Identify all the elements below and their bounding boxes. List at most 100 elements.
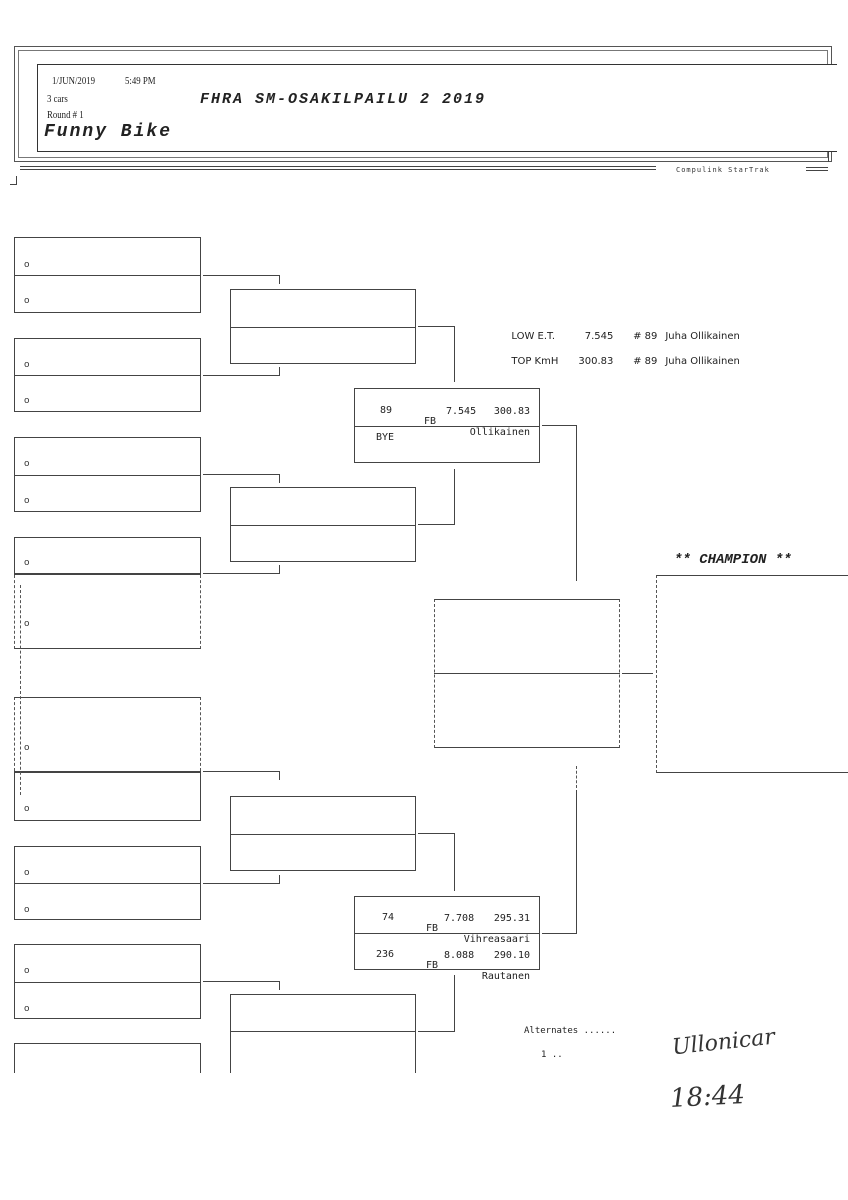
connector — [418, 524, 455, 525]
champion-label: ** CHAMPION ** — [674, 552, 792, 568]
elapsed-time: 7.545 — [446, 406, 477, 417]
r1-pair-8 — [14, 1043, 201, 1073]
connector — [203, 474, 280, 475]
lane-marker: o — [24, 868, 30, 878]
r1-pair-5-bottom — [14, 771, 201, 821]
driver-name: Vihreasaari — [463, 934, 530, 945]
driver-name: Rautanen — [481, 971, 530, 982]
record-car: # 89 — [633, 331, 658, 342]
r2-pair-4-mid — [230, 1031, 416, 1032]
r1-pair-2 — [14, 338, 201, 412]
connector — [279, 367, 280, 376]
lane-marker: o — [24, 496, 30, 506]
lower-lane2-entry: 236 FB Rautanen 8.088 290.10 — [354, 938, 534, 1004]
r1-pair-6 — [14, 846, 201, 920]
connector — [542, 933, 576, 934]
r1-pair-3 — [14, 437, 201, 512]
lane-marker: o — [24, 360, 30, 370]
r1-pair-4-bottom — [14, 575, 201, 649]
alternates-label: Alternates ...... — [524, 1026, 617, 1036]
class-name: Funny Bike — [44, 122, 173, 142]
brand-rule — [806, 167, 828, 168]
final-matchup-mid — [434, 673, 620, 674]
r1-pair-5-mid — [14, 771, 201, 773]
connector — [203, 883, 280, 884]
speed: 290.10 — [493, 950, 530, 961]
lane-marker: o — [24, 905, 30, 915]
header-content-box — [37, 64, 837, 152]
header-cars: 3 cars — [47, 93, 68, 105]
car-number: 236 — [376, 949, 395, 960]
lane-marker: o — [24, 260, 30, 270]
connector — [454, 469, 455, 525]
record-car: # 89 — [633, 356, 658, 367]
car-class: FB — [424, 416, 437, 427]
connector — [203, 275, 280, 276]
r2-pair-1 — [230, 289, 416, 364]
car-class: FB — [426, 960, 439, 971]
driver-name: Ollikainen — [469, 427, 530, 438]
connector — [622, 673, 653, 674]
connector — [576, 790, 577, 934]
header-bottom-rule-2 — [20, 169, 656, 170]
car-number: 74 — [382, 912, 395, 923]
header-bottom-rule — [20, 166, 656, 167]
record-driver: Juha Ollikainen — [665, 331, 740, 342]
record-value: 7.545 — [584, 331, 614, 342]
connector — [203, 771, 280, 772]
elapsed-time: 8.088 — [444, 950, 475, 961]
r1-pair-5-top — [14, 697, 201, 771]
connector — [454, 833, 455, 891]
r1-pair-4-top — [14, 537, 201, 575]
connector — [454, 975, 455, 1032]
lane-marker: o — [24, 459, 30, 469]
upper-lane2-entry: BYE — [376, 432, 395, 443]
connector — [279, 565, 280, 574]
speed: 295.31 — [493, 913, 530, 924]
header-time: 5:49 PM — [125, 75, 156, 87]
record-label: TOP KmH — [511, 356, 559, 367]
header-right-tick — [828, 152, 829, 162]
connector — [279, 275, 280, 284]
alternate-item: 1 .. — [541, 1050, 563, 1060]
connector — [418, 1031, 455, 1032]
lane-marker: o — [24, 296, 30, 306]
lane-marker: o — [24, 966, 30, 976]
car-class: FB — [426, 923, 439, 934]
r1-pair-4-mid — [14, 573, 201, 575]
record-driver: Juha Ollikainen — [665, 356, 740, 367]
connector — [203, 375, 280, 376]
connector — [203, 573, 280, 574]
matchup-upper — [354, 388, 540, 463]
lane-marker: o — [24, 743, 30, 753]
r2-pair-2 — [230, 487, 416, 562]
handwritten-time: 18:44 — [669, 1080, 746, 1114]
connector-dashed — [576, 766, 577, 788]
connector — [418, 833, 455, 834]
speed: 300.83 — [493, 406, 530, 417]
connector — [279, 474, 280, 483]
lower-lane1-entry: 74 FB Vihreasaari 7.708 295.31 — [354, 901, 534, 967]
lane-marker: o — [24, 804, 30, 814]
lane-marker: o — [24, 619, 30, 629]
lane-marker: o — [24, 396, 30, 406]
r1-pair-1 — [14, 237, 201, 313]
matchup-lower — [354, 896, 540, 970]
lane-marker: o — [24, 1004, 30, 1014]
handwritten-signature: Ullonicar — [670, 1024, 777, 1061]
connector — [454, 326, 455, 382]
r1-pair-7 — [14, 944, 201, 1019]
record-top-speed: TOP KmH 300.83 # 89 Juha Ollikainen — [505, 345, 740, 367]
bye-bracket-left — [20, 585, 21, 795]
car-number: 89 — [380, 405, 393, 416]
connector — [279, 981, 280, 990]
record-value: 300.83 — [578, 356, 614, 367]
champion-box — [656, 575, 848, 773]
event-title: FHRA SM-OSAKILPAILU 2 2019 — [200, 91, 487, 108]
connector — [418, 326, 455, 327]
record-low-et: LOW E.T. 7.545 # 89 Juha Ollikainen — [505, 320, 740, 342]
record-label: LOW E.T. — [511, 331, 556, 342]
upper-lane1-entry: 89 FB Ollikainen 7.545 300.83 — [354, 394, 534, 460]
connector — [542, 425, 576, 426]
elapsed-time: 7.708 — [444, 913, 475, 924]
